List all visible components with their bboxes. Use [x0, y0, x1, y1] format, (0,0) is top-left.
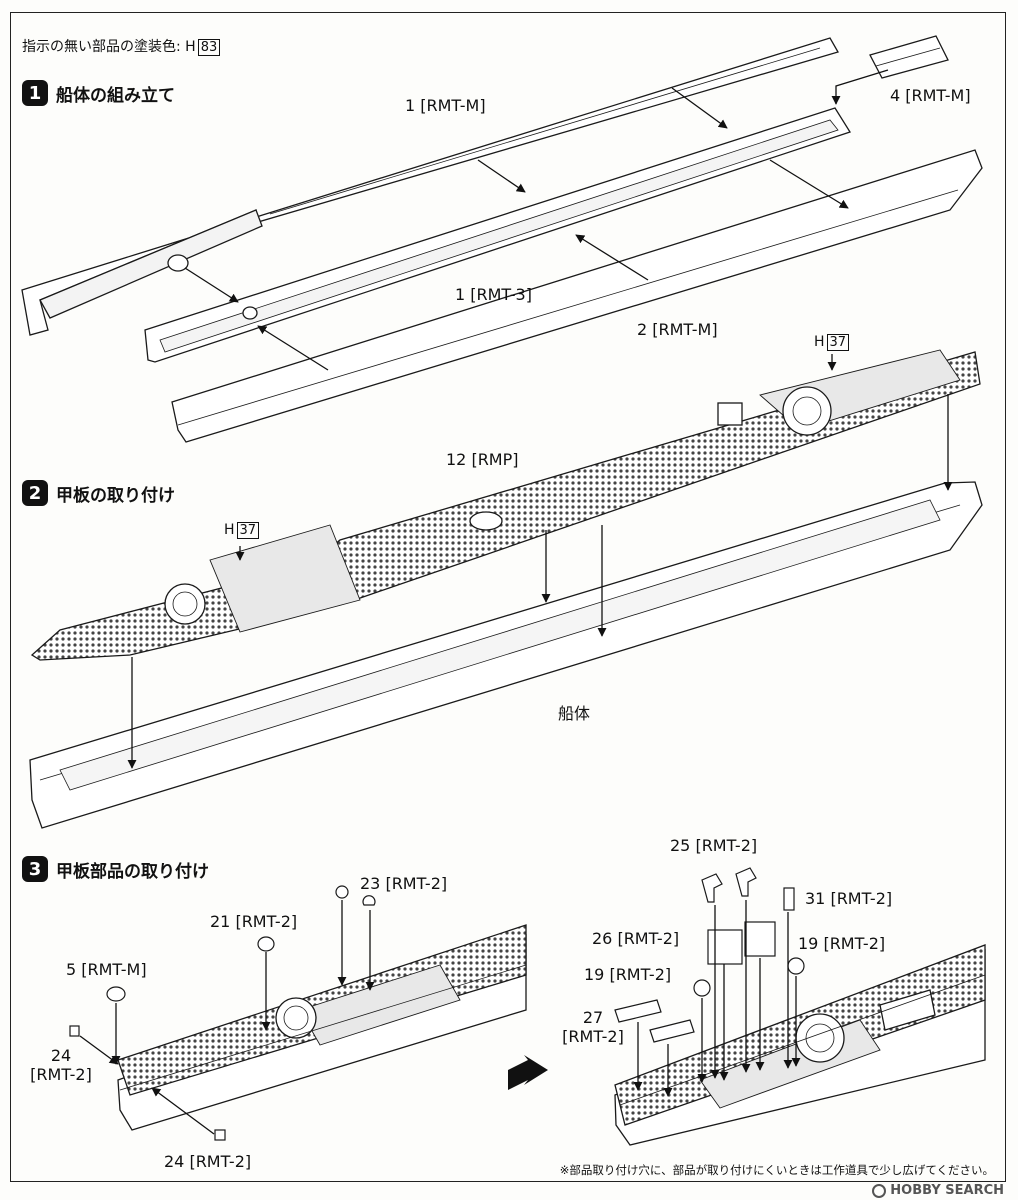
color-code-value: 37	[236, 522, 260, 539]
page-frame	[10, 12, 1006, 1182]
step3-left-parts	[69, 885, 376, 1141]
paint-note-prefix: 指示の無い部品の塗装色: H	[22, 39, 196, 55]
label-part-26: 26 [RMT-2]	[592, 929, 680, 948]
label-part-24-top: 24 [RMT-2]	[22, 1046, 100, 1084]
step2-arrows	[127, 354, 953, 769]
label-part-24-top-code: [RMT-2]	[30, 1065, 92, 1084]
label-hull: 船体	[558, 704, 591, 723]
label-part-27-number: 27	[582, 1008, 604, 1027]
footnote: ※部品取り付け穴に、部品が取り付けにくいときは工作道具で少し広げてください。	[559, 1163, 994, 1177]
label-part-1-rmt-3: 1 [RMT-3]	[455, 285, 532, 304]
label-part-25: 25 [RMT-2]	[670, 836, 758, 855]
part-4-piece	[869, 35, 949, 79]
step-1-title: 船体の組み立て	[56, 85, 175, 106]
paint-note-code: 83	[197, 39, 221, 56]
step-3-heading: 3 甲板部品の取り付け	[22, 856, 209, 882]
step3-right-arrows	[633, 900, 801, 1097]
arrow-right-icon	[508, 1055, 548, 1090]
label-part-31: 31 [RMT-2]	[805, 889, 893, 908]
hobby-search-logo-icon	[872, 1183, 887, 1198]
step-1-number: 1	[22, 80, 48, 106]
step1-arrows	[184, 69, 889, 371]
color-code-value: 37	[826, 334, 850, 351]
watermark: HOBBY SEARCH	[872, 1183, 1004, 1198]
step-3-title: 甲板部品の取り付け	[56, 861, 209, 882]
label-part-27: 27 [RMT-2]	[552, 1008, 634, 1046]
step3-left-arrows	[79, 900, 375, 1135]
label-part-4-rmt-m: 4 [RMT-M]	[890, 86, 971, 105]
step-2-number: 2	[22, 480, 48, 506]
watermark-text: HOBBY SEARCH	[890, 1183, 1004, 1198]
label-part-19-right: 19 [RMT-2]	[798, 934, 886, 953]
hull-half-part-1-rmt-m	[21, 37, 839, 336]
color-code-prefix: H	[224, 522, 235, 538]
label-part-21: 21 [RMT-2]	[210, 912, 298, 931]
label-part-12-rmp: 12 [RMP]	[446, 450, 519, 469]
step-3-number: 3	[22, 856, 48, 882]
label-part-23: 23 [RMT-2]	[360, 874, 448, 893]
step3-right-parts	[614, 867, 805, 1043]
hull-half-part-2-rmt-m	[171, 149, 983, 443]
label-part-1-rmt-m: 1 [RMT-M]	[405, 96, 486, 115]
label-part-27-code: [RMT-2]	[562, 1027, 624, 1046]
label-part-24-top-number: 24	[50, 1046, 72, 1065]
step3-left-ship	[117, 924, 527, 1131]
step-2-title: 甲板の取り付け	[56, 485, 175, 506]
label-part-19-left: 19 [RMT-2]	[584, 965, 672, 984]
color-code-prefix: H	[814, 334, 825, 350]
step-1-heading: 1 船体の組み立て	[22, 80, 175, 106]
label-part-5: 5 [RMT-M]	[66, 960, 147, 979]
label-part-24-bottom: 24 [RMT-2]	[164, 1152, 252, 1171]
hull-center-part-1-rmt-3	[144, 107, 851, 363]
label-part-2-rmt-m: 2 [RMT-M]	[637, 320, 718, 339]
deck-part-12-rmp	[30, 349, 981, 661]
step-2-heading: 2 甲板の取り付け	[22, 480, 175, 506]
